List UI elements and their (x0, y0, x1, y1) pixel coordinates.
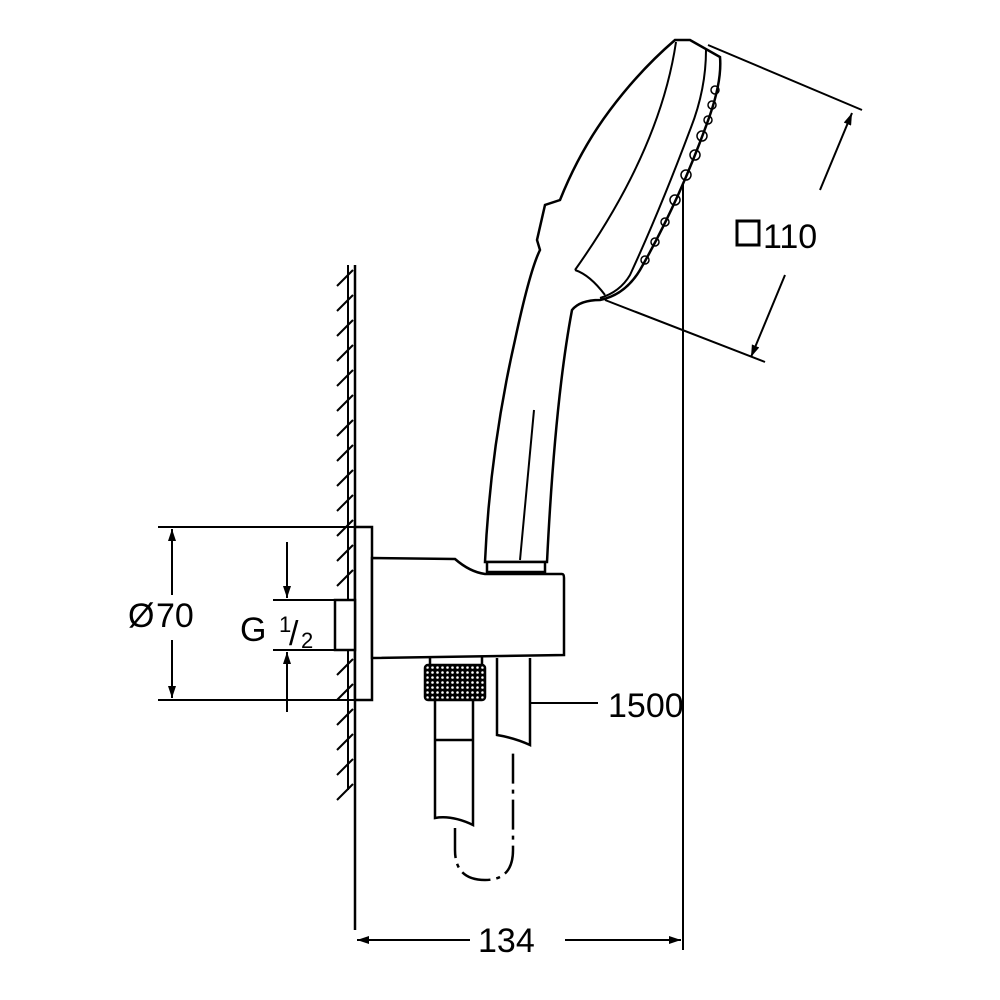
hose-nut (423, 663, 487, 702)
holder-body (370, 556, 566, 660)
label-thread-numerator: 1 (279, 612, 291, 637)
hose-left (433, 700, 475, 827)
thread-connector (333, 598, 357, 652)
label-thread-denominator: 2 (301, 628, 313, 653)
hand-shower (483, 38, 722, 564)
label-110: 110 (763, 218, 817, 256)
hand-shower-collar (485, 560, 547, 574)
label-1500: 1500 (608, 687, 684, 725)
label-thread-slash: / (289, 615, 299, 653)
label-70: 70 (156, 597, 194, 635)
dimension-110 (604, 44, 863, 363)
dimension-diameter-70 (158, 526, 355, 701)
spray-nozzles (640, 85, 720, 265)
wall-hatching (336, 265, 354, 801)
wall-flange (353, 525, 374, 702)
hose-loop-dashed (453, 748, 515, 882)
square-symbol (735, 219, 761, 247)
hose-right (495, 658, 532, 747)
label-diameter-symbol: Ø (128, 597, 154, 635)
label-134: 134 (478, 922, 535, 960)
label-thread-g: G (240, 611, 266, 649)
dimension-thread (273, 542, 335, 712)
hand-shower-face (599, 49, 707, 299)
